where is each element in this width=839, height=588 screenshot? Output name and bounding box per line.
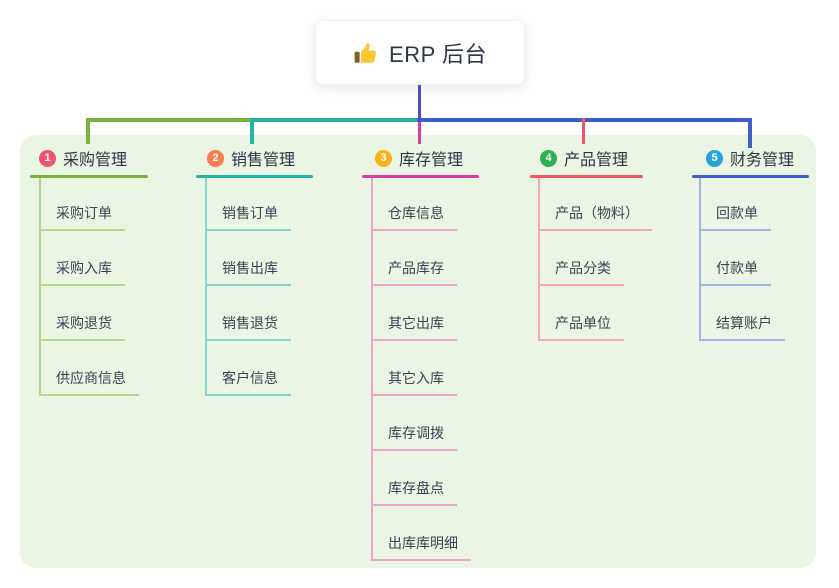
node-purchase-return[interactable]: 采购退货	[39, 313, 125, 341]
branch-4-header[interactable]: 4 产品管理	[540, 146, 628, 170]
branch-1-drop-line	[86, 118, 90, 144]
branch-4-drop-line	[581, 118, 585, 144]
node-sales-order[interactable]: 销售订单	[205, 203, 291, 231]
node-other-inbound[interactable]: 其它入库	[371, 368, 457, 396]
node-receipt-doc[interactable]: 回款单	[699, 203, 771, 231]
bus-line-left-green	[86, 118, 253, 122]
node-other-outbound[interactable]: 其它出库	[371, 313, 457, 341]
branch-1-underline	[30, 174, 148, 178]
node-purchase-inbound[interactable]: 采购入库	[39, 258, 125, 286]
node-purchase-order[interactable]: 采购订单	[39, 203, 125, 231]
branch-1-child-stem	[39, 178, 41, 396]
branch-5-badge: 5	[706, 149, 723, 167]
branch-3-label: 库存管理	[399, 152, 464, 169]
root-node[interactable]: ERP 后台	[315, 20, 525, 85]
node-supplier-info[interactable]: 供应商信息	[39, 368, 139, 396]
node-customer-info[interactable]: 客户信息	[205, 368, 291, 396]
branch-3-badge: 3	[375, 149, 392, 167]
node-product-stock[interactable]: 产品库存	[371, 258, 457, 286]
branch-5-child-stem	[699, 178, 701, 341]
branches-panel	[20, 135, 816, 568]
node-sales-return[interactable]: 销售退货	[205, 313, 291, 341]
node-warehouse-info[interactable]: 仓库信息	[371, 203, 457, 231]
branch-4-child-stem	[538, 178, 540, 341]
node-product-category[interactable]: 产品分类	[538, 258, 624, 286]
branch-1-header[interactable]: 1 采购管理	[39, 146, 127, 170]
branch-4-label: 产品管理	[564, 152, 629, 169]
root-stem-line	[417, 83, 421, 122]
node-payment-doc[interactable]: 付款单	[699, 258, 771, 286]
branch-5-header[interactable]: 5 财务管理	[706, 146, 794, 170]
branch-2-drop-line	[250, 118, 254, 144]
node-outbound-detail[interactable]: 出库库明细	[371, 533, 471, 561]
node-stock-transfer[interactable]: 库存调拨	[371, 423, 457, 451]
branch-2-header[interactable]: 2 销售管理	[207, 146, 295, 170]
branch-3-drop-line	[417, 121, 421, 144]
node-product-material[interactable]: 产品（物料）	[538, 203, 652, 231]
branch-3-child-stem	[371, 178, 373, 561]
node-settlement-account[interactable]: 结算账户	[699, 313, 785, 341]
branch-5-drop-line	[748, 121, 752, 148]
branch-2-child-stem	[205, 178, 207, 396]
node-product-unit[interactable]: 产品单位	[538, 313, 624, 341]
branch-3-underline	[362, 174, 479, 178]
branch-1-label: 采购管理	[63, 152, 128, 169]
branch-4-badge: 4	[540, 149, 557, 167]
branch-4-underline	[530, 174, 643, 178]
thumbs-up-icon	[353, 40, 379, 66]
branch-3-header[interactable]: 3 库存管理	[375, 146, 463, 170]
branch-2-label: 销售管理	[231, 152, 296, 169]
node-sales-outbound[interactable]: 销售出库	[205, 258, 291, 286]
branch-1-badge: 1	[39, 149, 56, 167]
bus-line-mid-teal	[250, 118, 419, 122]
branch-5-underline	[692, 174, 809, 178]
branch-2-badge: 2	[207, 149, 224, 167]
node-stock-taking[interactable]: 库存盘点	[371, 478, 457, 506]
root-label: ERP 后台	[389, 41, 487, 67]
branch-5-label: 财务管理	[730, 152, 795, 169]
branch-2-underline	[196, 174, 313, 178]
